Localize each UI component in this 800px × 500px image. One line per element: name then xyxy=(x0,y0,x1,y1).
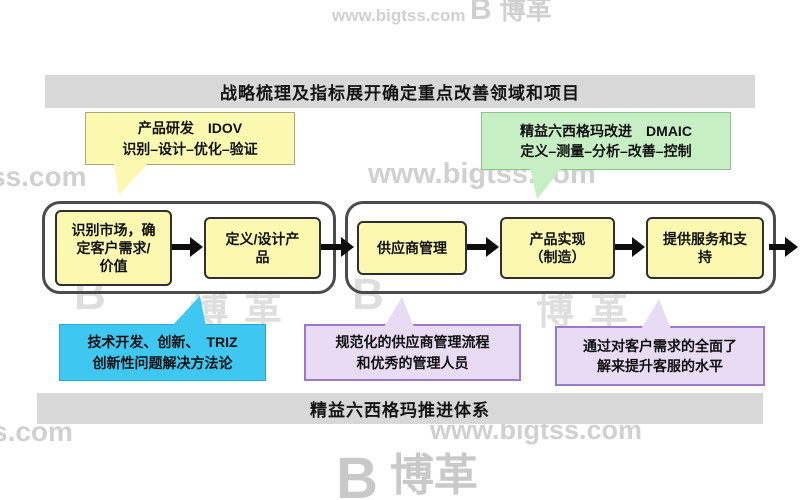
top-banner: 战略梳理及指标展开确定重点改善领域和项目 xyxy=(45,75,755,108)
process-box-line: 持 xyxy=(698,249,712,265)
watermark-logo-text: 博革 xyxy=(499,0,552,25)
process-box-line: 价值 xyxy=(99,258,128,275)
idov-callout: 产品研发 IDOV 识别–设计–优化–验证 xyxy=(85,112,295,195)
supplier-callout: 规范化的供应商管理流程 和优秀的管理人员 xyxy=(304,297,521,381)
flow-arrow xyxy=(172,237,203,257)
flow-arrow-exit xyxy=(769,237,798,257)
watermark-logo-letter: B xyxy=(470,0,492,26)
flow-arrow xyxy=(467,237,499,257)
watermark-logo-top: B 博革 xyxy=(470,0,552,27)
process-box-line: （制造） xyxy=(529,249,586,265)
process-box-service-support: 提供服务和支 持 xyxy=(646,217,764,279)
supplier-callout-line1: 规范化的供应商管理流程 xyxy=(335,334,490,351)
triz-callout-line2: 创新性问题解决方法论 xyxy=(92,354,233,371)
dmaic-callout-title: 精益六西格玛改进 DMAIC xyxy=(520,122,692,139)
service-callout-line1: 通过对客户需求的全面了 xyxy=(583,337,737,354)
process-box-line: 定客户需求/ xyxy=(76,239,151,256)
process-box-define-design-product: 定义/设计产 品 xyxy=(204,217,321,279)
bottom-banner-text: 精益六西格玛推进体系 xyxy=(310,401,490,420)
service-callout-line2: 解来提升客服的水平 xyxy=(597,358,723,374)
process-box-line: 产品实现 xyxy=(529,230,586,247)
triz-callout-line1: 技术开发、创新、 TRIZ xyxy=(87,334,238,351)
process-box-line: 供应商管理 xyxy=(377,239,447,256)
process-box-line: 识别市场，确 xyxy=(71,221,156,238)
bottom-banner: 精益六西格玛推进体系 xyxy=(37,393,763,424)
process-box-line: 定义/设计产 xyxy=(225,230,300,247)
idov-callout-subtitle: 识别–设计–优化–验证 xyxy=(122,140,258,157)
supplier-callout-line2: 和优秀的管理人员 xyxy=(356,354,469,371)
watermark-logo-letter: B xyxy=(336,446,378,500)
top-banner-text: 战略梳理及指标展开确定重点改善领域和项目 xyxy=(220,84,580,103)
process-box-supplier-management: 供应商管理 xyxy=(357,221,467,275)
process-box-line: 提供服务和支 xyxy=(663,230,747,247)
process-box-product-realization: 产品实现 （制造） xyxy=(500,217,615,279)
service-callout-tail xyxy=(641,299,671,329)
process-box-identify-market: 识别市场，确 定客户需求/ 价值 xyxy=(55,210,172,286)
supplier-callout-tail xyxy=(384,297,414,327)
idov-callout-title: 产品研发 IDOV xyxy=(137,120,243,137)
watermark-url-top: www.bigtss.com xyxy=(332,6,466,25)
dmaic-callout-subtitle: 定义–测量–分析–改善–控制 xyxy=(520,143,692,159)
service-callout: 通过对客户需求的全面了 解来提升客服的水平 xyxy=(555,299,765,386)
watermark-url-partial-mid-left: ss.com xyxy=(0,161,87,192)
dmaic-callout: 精益六西格玛改进 DMAIC 定义–测量–分析–改善–控制 xyxy=(481,112,731,199)
triz-callout: 技术开发、创新、 TRIZ 创新性问题解决方法论 xyxy=(59,296,266,381)
flow-arrow xyxy=(615,237,645,257)
watermark-logo-bottom: B 博革 xyxy=(336,450,478,500)
idov-callout-tail xyxy=(114,163,148,195)
process-box-line: 品 xyxy=(255,249,270,265)
flow-arrow xyxy=(321,237,354,257)
watermark-logo-text: 博革 xyxy=(389,451,478,500)
